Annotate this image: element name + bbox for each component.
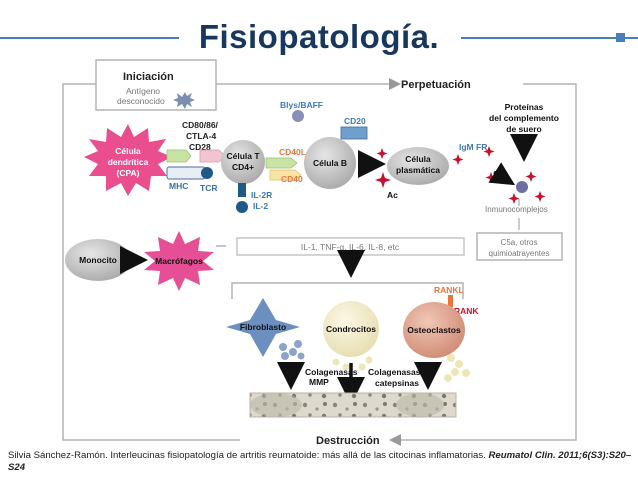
plasma-label-2: plasmática xyxy=(396,165,440,175)
rankl-receptor xyxy=(448,295,453,307)
osteoclast-dots xyxy=(444,354,470,382)
citation-caption: Silvia Sánchez-Ramón. Interleucinas fisi… xyxy=(8,450,632,474)
monocyte: Monocito xyxy=(65,239,131,281)
c5a-box: C5a, otros quimioatrayentes xyxy=(476,232,563,261)
antigeno-label-1: Antígeno xyxy=(126,86,160,96)
antigen-icon xyxy=(173,92,195,109)
title-rule-left xyxy=(0,37,179,39)
plasma-label-1: Célula xyxy=(405,154,431,164)
receptor-molecules xyxy=(166,149,226,180)
blys-label: Blys/BAFF xyxy=(280,100,323,110)
proteins-label-1: Proteínas xyxy=(505,102,544,112)
frame xyxy=(62,78,577,446)
cd40-pair xyxy=(265,157,302,181)
iniciacion-label: Iniciación xyxy=(123,71,174,83)
c5a-label-2: quimioatrayentes xyxy=(489,249,550,258)
inmunocomplejos-label: Inmunocomplejos xyxy=(485,205,548,214)
cd40l-label: CD40L xyxy=(279,147,306,157)
colag-cat-label-1: Colagenasas xyxy=(368,367,421,377)
destruccion-label: Destrucción xyxy=(316,435,380,447)
colag-mmp-label-1: Colagenasas xyxy=(305,367,358,377)
tcell-label-1: Célula T xyxy=(226,151,260,161)
bcell-label: Célula B xyxy=(313,158,347,168)
macrophage: Macrófagos xyxy=(144,231,214,291)
title-rule-right xyxy=(461,37,638,39)
effector-bracket xyxy=(231,282,464,299)
tcr-label: TCR xyxy=(200,183,217,193)
b-cell: Célula B xyxy=(304,126,368,189)
mhc-label: MHC xyxy=(169,181,188,191)
macrofagos-label: Macrófagos xyxy=(155,256,203,266)
costim-label-3: CD28 xyxy=(189,142,211,152)
cpa-label-2: dendrítica xyxy=(108,157,149,167)
condrocito-dots xyxy=(332,356,373,371)
citation-reference: Reumatol Clin. 2011;6(S3):S20–S24 xyxy=(8,450,632,473)
dendritic-cell: Célula dendrítica (CPA) xyxy=(84,124,172,196)
c5a-label-1: C5a, otros xyxy=(501,238,538,247)
cpa-label-3: (CPA) xyxy=(117,168,140,178)
proteins-label-3: de suero xyxy=(506,124,541,134)
blys-dot xyxy=(292,110,304,122)
fibroblasto-label: Fibroblasto xyxy=(240,322,286,332)
cytokines-label: IL-1, TNF-α, IL-6, IL-8, etc xyxy=(301,242,400,252)
fibroblast: Fibroblasto xyxy=(226,298,300,357)
proteins-label-2: del complemento xyxy=(489,113,559,123)
condrocitos-label: Condrocitos xyxy=(326,324,376,334)
igm-label: IgM FR xyxy=(459,142,487,152)
chondrocyte: Condrocitos xyxy=(323,301,379,357)
antigeno-label-2: desconocido xyxy=(117,96,165,106)
il2r-label: IL-2R xyxy=(251,190,272,200)
bone-tissue xyxy=(249,392,457,418)
cpa-label-1: Célula xyxy=(115,146,141,156)
iniciacion-box: Iniciación Antígeno desconocido xyxy=(95,59,217,111)
rankl-label: RANKL xyxy=(434,285,464,295)
slide-title: Fisiopatología. xyxy=(198,18,440,55)
costim-label-2: CTLA-4 xyxy=(186,131,216,141)
osteoclastos-label: Osteoclastos xyxy=(407,325,461,335)
cd20-label: CD20 xyxy=(344,116,366,126)
cd40-label: CD40 xyxy=(281,174,303,184)
plasma-cell: Célula plasmática xyxy=(387,147,449,185)
il2-label: IL-2 xyxy=(253,201,268,211)
title-rule-square xyxy=(616,33,625,42)
mmp-dots xyxy=(279,340,305,360)
ac-label: Ac xyxy=(387,190,398,200)
monocito-label: Monocito xyxy=(79,255,117,265)
citation-text: Silvia Sánchez-Ramón. Interleucinas fisi… xyxy=(8,450,486,461)
t-cell: Célula T CD4+ xyxy=(221,140,265,213)
colag-mmp-label-2: MMP xyxy=(309,377,329,387)
perpetuacion-label: Perpetuación xyxy=(401,79,471,91)
costim-label-1: CD80/86/ xyxy=(182,120,219,130)
colag-cat-label-2: catepsinas xyxy=(375,378,419,388)
rank-label: RANK xyxy=(454,306,479,316)
osteoclast: Osteoclastos xyxy=(403,302,465,358)
immunocomplex-dot xyxy=(516,181,528,193)
tcell-label-2: CD4+ xyxy=(232,162,254,172)
